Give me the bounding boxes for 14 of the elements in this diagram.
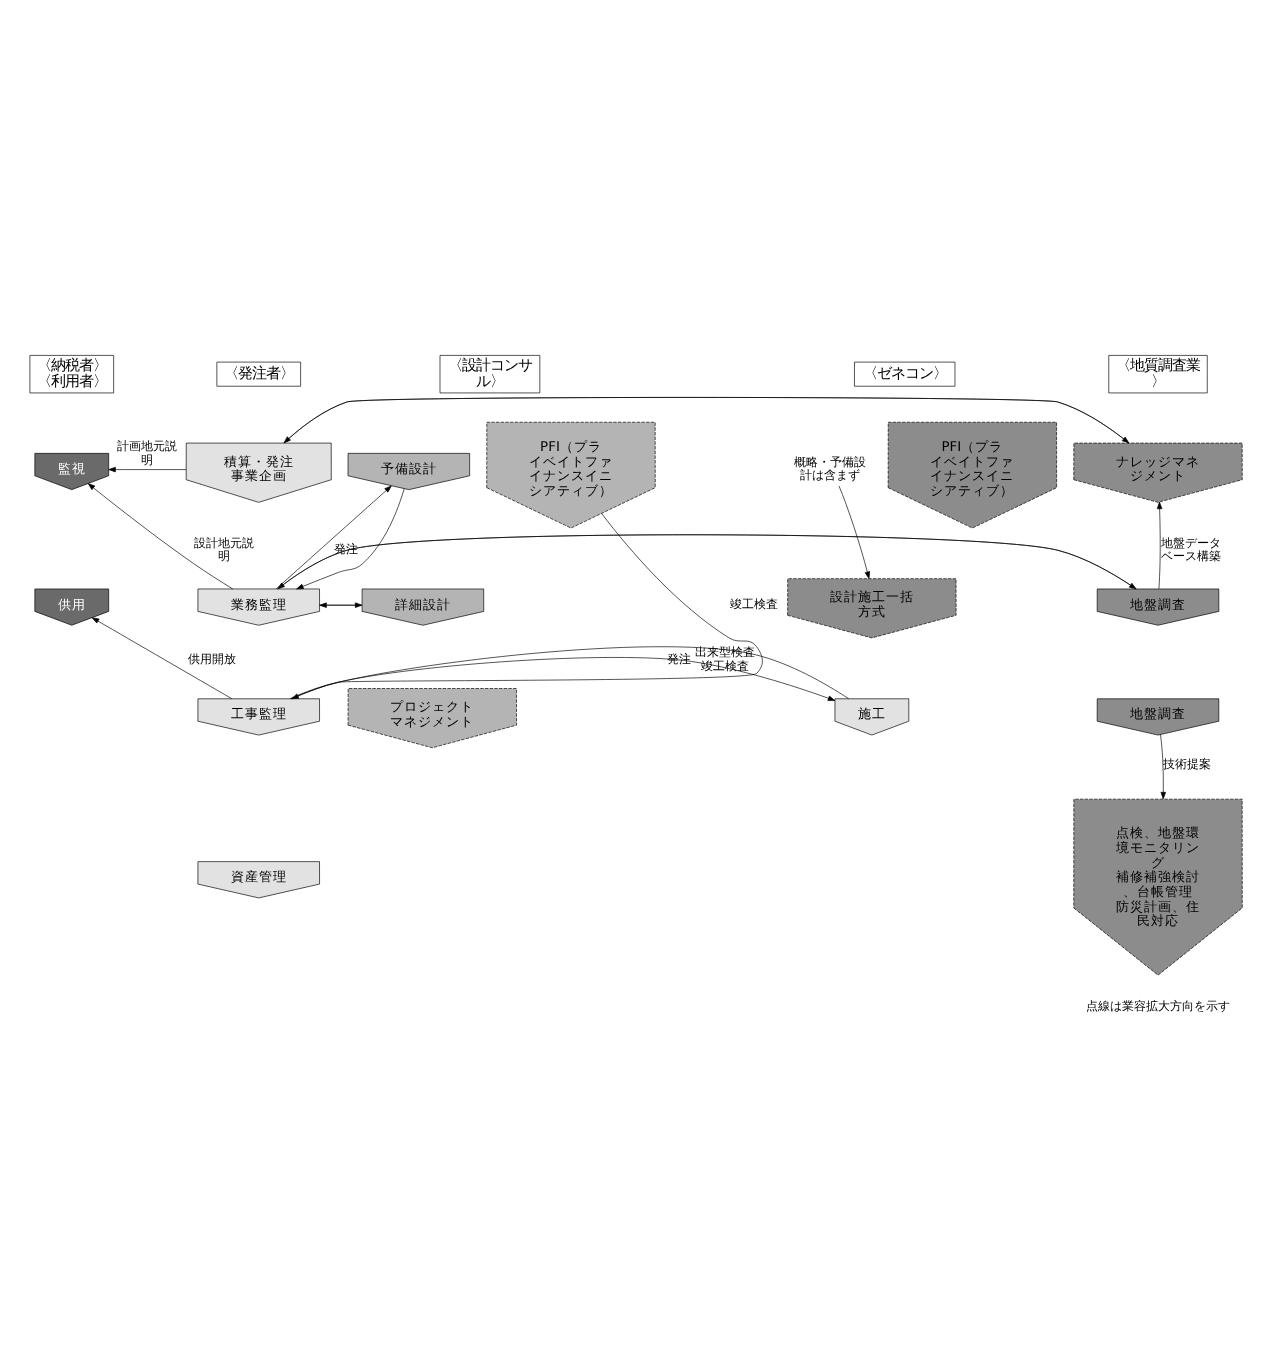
arrow	[277, 533, 1137, 589]
arrow	[108, 465, 187, 472]
arrow	[87, 482, 234, 589]
arrow	[283, 396, 1130, 443]
arrow	[275, 484, 392, 589]
arrow	[296, 487, 405, 589]
arrow	[319, 601, 363, 607]
arrow	[838, 484, 870, 578]
connector	[289, 512, 763, 699]
arrow	[91, 616, 233, 699]
arrow	[1160, 733, 1166, 799]
arrow	[1156, 500, 1163, 589]
arrow	[291, 645, 850, 699]
arrow	[291, 656, 836, 700]
